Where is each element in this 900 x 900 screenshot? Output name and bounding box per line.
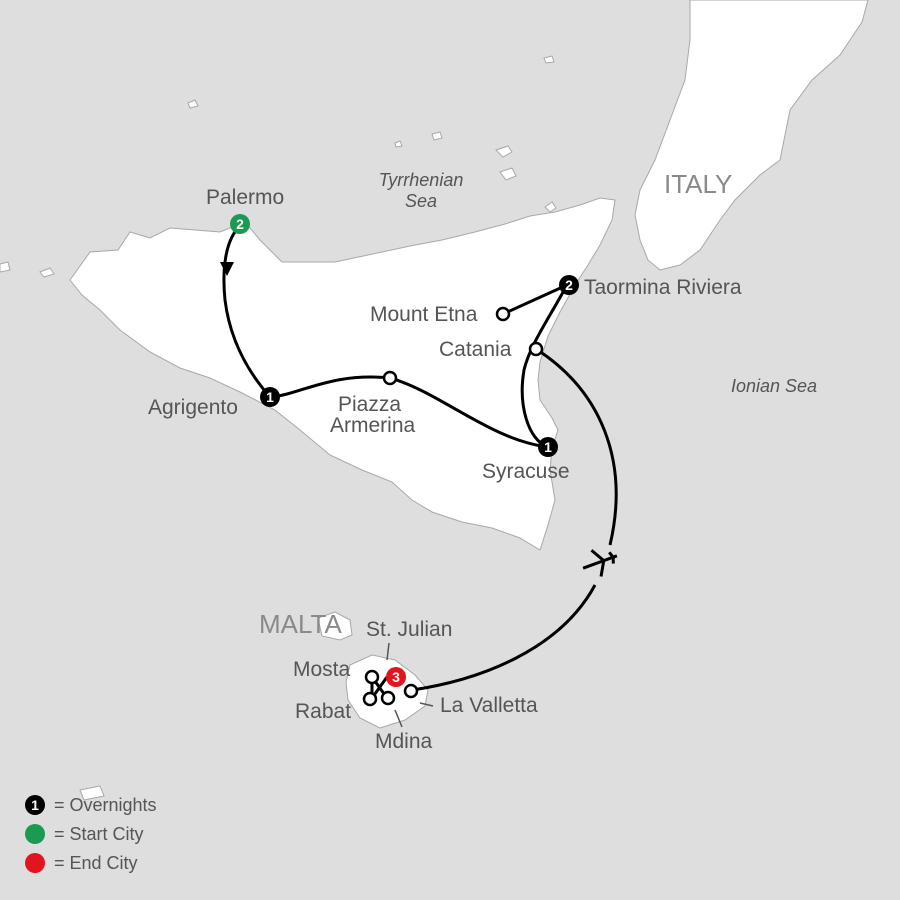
agrigento-label: Agrigento: [148, 396, 238, 419]
legend-end-city: = End City: [25, 853, 138, 873]
svg-text:1: 1: [544, 439, 552, 455]
syracuse-marker: 1: [538, 437, 558, 457]
gozo-island: [317, 611, 353, 641]
st-julian-marker: 3: [386, 667, 406, 687]
taormina-marker: 2: [559, 275, 579, 295]
tyrrhenian-label-2: Sea: [405, 191, 437, 211]
svg-text:= Overnights: = Overnights: [54, 795, 157, 815]
svg-text:1: 1: [31, 797, 39, 813]
small-islands: [0, 55, 557, 801]
palermo-marker: 2: [230, 214, 250, 234]
sicily-landmass: [69, 197, 616, 551]
st-julian-label: St. Julian: [366, 618, 452, 641]
tour-route: [222, 224, 618, 699]
mosta-marker: [364, 669, 380, 685]
la-valletta-marker: [403, 683, 419, 699]
syracuse-label: Syracuse: [482, 460, 570, 483]
rabat-label: Rabat: [295, 700, 351, 723]
svg-text:2: 2: [236, 216, 244, 232]
mosta-label: Mosta: [293, 658, 351, 681]
rabat-marker: [362, 691, 378, 707]
tyrrhenian-label-1: Tyrrhenian: [379, 170, 464, 190]
ionian-label: Ionian Sea: [731, 376, 817, 396]
legend-start-city: = Start City: [25, 824, 144, 844]
legend: 1 = Overnights = Start City = End City: [25, 795, 157, 873]
mount-etna-label: Mount Etna: [370, 303, 478, 326]
taormina-label: Taormina Riviera: [584, 276, 742, 299]
italy-landmass: [634, 0, 869, 271]
airplane-icon: [582, 549, 618, 577]
mdina-label: Mdina: [375, 730, 433, 753]
direction-arrow: [220, 262, 234, 276]
la-valletta-label: La Valletta: [440, 694, 538, 717]
piazza-label-1: Piazza: [338, 393, 401, 416]
svg-text:1: 1: [266, 389, 274, 405]
catania-label: Catania: [439, 338, 512, 361]
piazza-label-2: Armerina: [330, 414, 416, 437]
svg-text:= End City: = End City: [54, 853, 138, 873]
legend-overnights: 1 = Overnights: [25, 795, 157, 815]
label-leaders: [386, 642, 434, 728]
malta-label: MALTA: [259, 609, 342, 639]
svg-text:= Start City: = Start City: [54, 824, 144, 844]
italy-label: ITALY: [664, 169, 732, 199]
agrigento-marker: 1: [260, 387, 280, 407]
svg-text:2: 2: [565, 277, 573, 293]
catania-marker: [528, 341, 544, 357]
palermo-label: Palermo: [206, 186, 284, 209]
mdina-marker: [380, 690, 396, 706]
piazza-armerina-marker: [382, 370, 398, 386]
mount-etna-marker: [495, 306, 511, 322]
svg-text:3: 3: [392, 669, 400, 685]
